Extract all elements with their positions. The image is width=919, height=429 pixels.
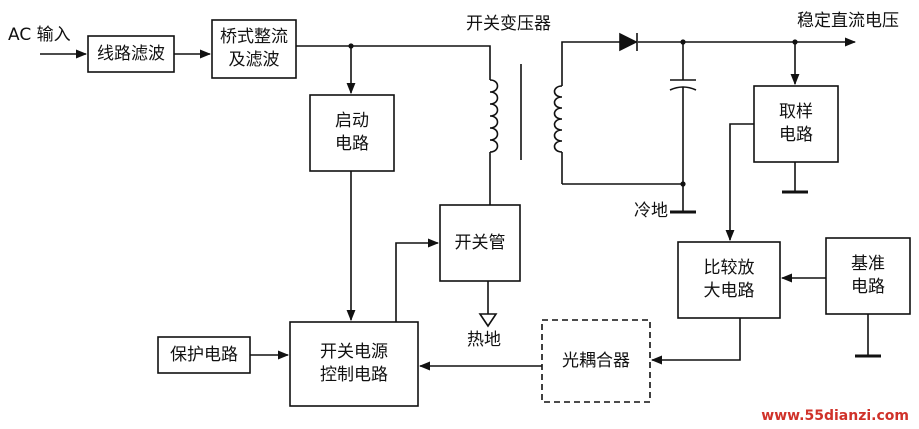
input-label: AC 输入 <box>8 25 71 45</box>
switch-tube-box <box>439 204 521 282</box>
comparator-box <box>677 241 781 319</box>
sampling-block: 取样 电路 <box>779 102 813 145</box>
control-block: 开关电源 控制电路 <box>320 342 388 385</box>
protection-block: 保护电路 <box>170 344 238 365</box>
startup-block: 启动 电路 <box>335 111 369 154</box>
transformer-label: 开关变压器 <box>466 14 551 34</box>
bridge-rectifier-box <box>211 19 297 79</box>
hot-ground-label: 热地 <box>467 330 501 350</box>
startup-box <box>309 94 395 172</box>
comparator-block: 比较放 大电路 <box>703 258 755 301</box>
cold-ground-label: 冷地 <box>634 201 668 221</box>
reference-block: 基准 电路 <box>851 254 885 297</box>
diode-icon <box>619 32 638 52</box>
control-box <box>289 321 419 407</box>
bridge-rectifier-block: 桥式整流 及滤波 <box>220 27 288 70</box>
optocoupler-box <box>541 319 651 403</box>
switch-tube-block: 开关管 <box>454 232 506 253</box>
line-filter-block: 线路滤波 <box>97 43 165 64</box>
output-label: 稳定直流电压 <box>797 11 899 31</box>
optocoupler-block: 光耦合器 <box>562 350 630 371</box>
watermark: www.55dianzi.com <box>761 408 909 424</box>
